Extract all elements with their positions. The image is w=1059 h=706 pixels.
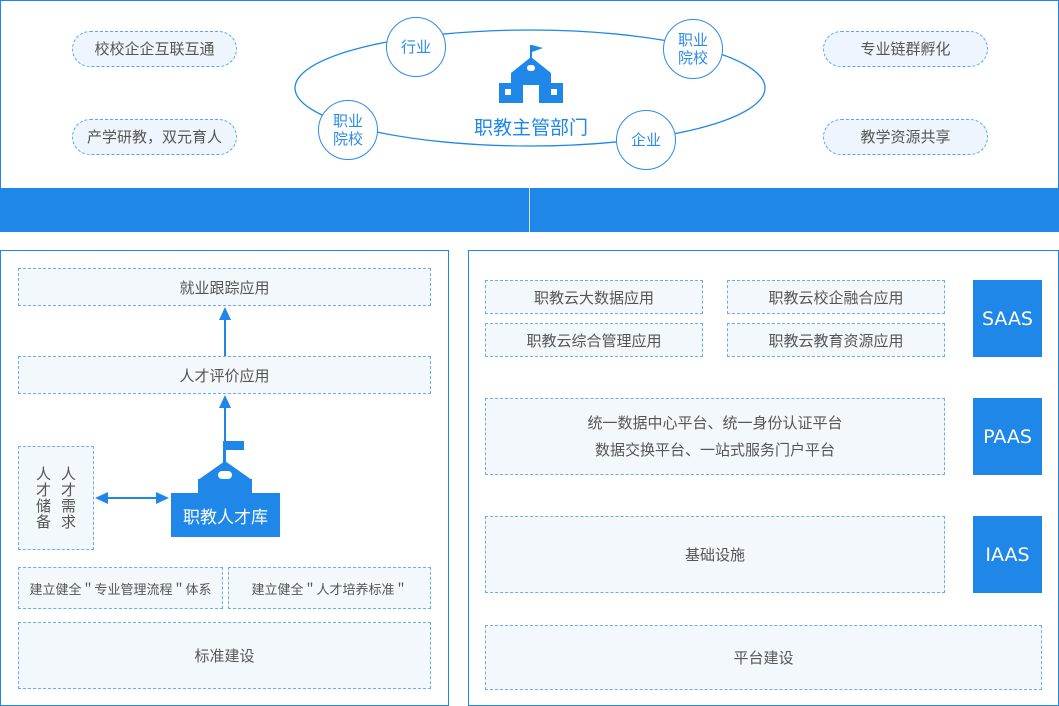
arrow-bidirectional-right-head (156, 492, 169, 504)
ecosystem-orbit (294, 29, 766, 147)
paas-tag: PAAS (973, 398, 1042, 475)
standards-box: 标准建设 (18, 622, 431, 689)
arrow-up-to-evaluation-head (219, 395, 231, 408)
school-building-icon (499, 45, 563, 103)
arrow-up-to-tracking-head (219, 307, 231, 320)
mobile-portal-label[interactable]: 移动应用服务门户 (718, 11, 871, 33)
talent-standard-box: 建立健全＂人才培养标准＂ (228, 567, 431, 609)
node-enterprise: 企业 (616, 110, 676, 170)
talent-demand-text: 人才需求 (59, 466, 77, 530)
saas-app-management: 职教云综合管理应用 (485, 323, 703, 357)
iaas-tag: IAAS (973, 516, 1042, 593)
pill-resource-sharing: 教学资源共享 (823, 119, 988, 155)
talent-pool-label: 职教人才库 (183, 508, 268, 528)
paas-platforms-box: 统一数据中心平台、统一身份认证平台 数据交换平台、一站式服务门户平台 (485, 398, 945, 475)
platform-construction-box: 平台建设 (485, 625, 1042, 690)
node-industry: 行业 (386, 17, 446, 77)
arrow-bidirectional-left-head (95, 492, 108, 504)
specialty-system-box: 建立健全＂专业管理流程＂体系 (18, 567, 223, 609)
portal-divider (529, 188, 530, 232)
node-vocational-college-left: 职业 院校 (318, 100, 378, 160)
pill-specialty-incubation: 专业链群孵化 (823, 31, 988, 67)
talent-evaluation-box: 人才评价应用 (18, 356, 431, 394)
saas-app-bigdata: 职教云大数据应用 (485, 280, 703, 314)
talent-pool-building-icon (171, 441, 280, 537)
saas-app-resources: 职教云教育资源应用 (727, 323, 945, 357)
employment-tracking-box: 就业跟踪应用 (18, 268, 431, 306)
talent-needs-box: 人才储备 人才需求 (18, 446, 94, 550)
saas-app-school-enterprise: 职教云校企融合应用 (727, 280, 945, 314)
pill-school-enterprise-link: 校校企企互联互通 (72, 31, 237, 67)
pc-portal-label[interactable]: 一站式服务 PC 门户 (179, 11, 350, 33)
left-flow-arrows (95, 307, 231, 504)
pill-industry-education: 产学研教，双元育人 (72, 119, 237, 155)
infrastructure-box: 基础设施 (485, 516, 945, 593)
talent-reserve-text: 人才储备 (34, 466, 52, 530)
node-vocational-college-top: 职业 院校 (663, 19, 723, 79)
vocational-authority-label: 职教主管部门 (473, 117, 588, 139)
saas-tag: SAAS (973, 280, 1042, 357)
orbit-ellipse (294, 29, 766, 147)
